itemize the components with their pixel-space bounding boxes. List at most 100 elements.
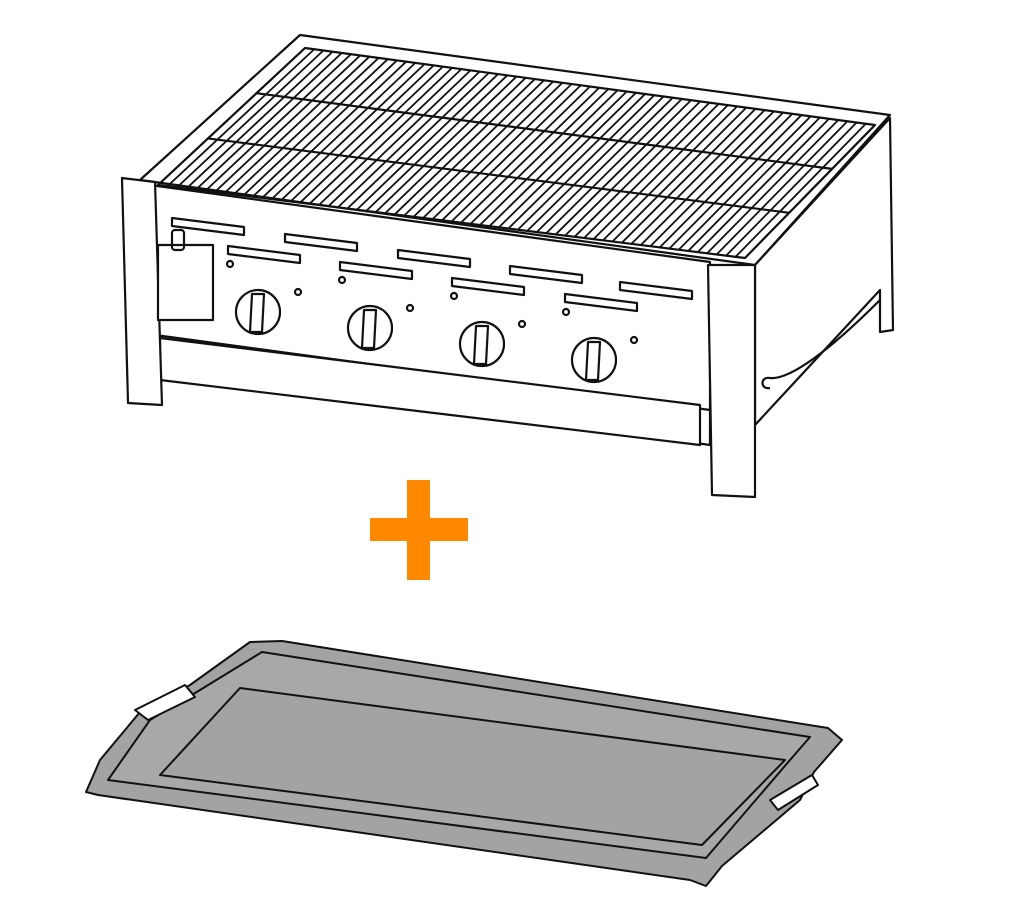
grate-bar xyxy=(413,80,554,218)
grate-bar xyxy=(488,90,628,227)
grate-bar xyxy=(555,99,692,236)
grate-bar xyxy=(289,64,435,203)
plus-icon xyxy=(370,480,468,580)
grate-bar xyxy=(394,78,536,216)
vent-slot xyxy=(618,280,694,301)
grate-bar xyxy=(573,102,711,238)
vent-slot xyxy=(563,292,639,313)
control-knobs xyxy=(225,259,639,384)
grate-bar xyxy=(460,87,600,224)
grill-left-leg xyxy=(120,176,164,407)
igniter-button xyxy=(170,228,186,252)
grate-bar xyxy=(725,121,858,257)
vent-slot xyxy=(283,232,359,253)
burner-indicator xyxy=(225,259,235,269)
burner-indicator xyxy=(561,307,571,317)
grate-bar xyxy=(498,92,637,229)
grate-bar xyxy=(668,114,803,250)
grate-bar xyxy=(715,120,849,256)
knob-grip xyxy=(584,340,602,382)
grate-bar xyxy=(280,63,426,201)
knob-grip xyxy=(472,324,490,366)
grate-bar xyxy=(450,85,591,223)
gas-grill-four-burner-icon xyxy=(120,33,895,499)
vent-slot xyxy=(226,244,302,265)
grate-bar xyxy=(564,100,701,237)
grate-bar xyxy=(204,53,352,192)
vent-slot xyxy=(170,216,246,237)
griddle-plate-icon xyxy=(85,640,843,887)
grate-bar xyxy=(526,95,665,232)
grate-bar xyxy=(630,109,766,245)
grill-grate-bars xyxy=(157,47,876,259)
grate-bar xyxy=(422,82,564,219)
grate-bar xyxy=(431,83,573,220)
grate-bar xyxy=(318,68,462,206)
grate-bar xyxy=(687,116,821,252)
grill-right-leg xyxy=(706,263,757,499)
grate-bar xyxy=(697,118,830,253)
vent-slots xyxy=(170,216,694,313)
grate-bar xyxy=(583,103,720,239)
griddle-handle-left xyxy=(134,684,196,721)
grate-bar xyxy=(223,56,370,194)
grate-bar xyxy=(536,97,674,233)
vent-slot xyxy=(396,248,472,269)
vent-slot xyxy=(338,260,414,281)
vent-slot xyxy=(450,276,526,297)
grate-bar xyxy=(507,93,646,230)
grate-bar xyxy=(261,61,407,199)
grate-bar xyxy=(346,72,490,210)
grate-bar xyxy=(621,108,757,244)
grate-bar xyxy=(611,106,747,243)
grate-bar xyxy=(356,73,499,211)
grate-bar xyxy=(649,111,784,247)
grate-bar xyxy=(233,57,380,196)
burner-indicator xyxy=(293,287,303,297)
grate-bar xyxy=(678,115,812,251)
knob-grip xyxy=(248,292,266,334)
griddle-surface xyxy=(159,687,786,846)
burner-indicator xyxy=(449,291,459,301)
burner-indicator xyxy=(405,303,415,313)
grate-bar xyxy=(517,94,655,231)
grate-bar xyxy=(157,47,306,186)
grate-crossbar xyxy=(207,137,790,214)
grate-bar xyxy=(270,62,416,200)
grate-bar xyxy=(659,113,793,249)
grate-bar xyxy=(185,51,334,190)
grate-bar xyxy=(252,59,398,198)
grate-bar xyxy=(176,49,325,189)
grate-bar xyxy=(308,67,453,205)
burner-indicator xyxy=(517,319,527,329)
grate-bar xyxy=(640,110,775,246)
grate-crossbar xyxy=(256,92,833,170)
grate-bar xyxy=(479,89,619,226)
grate-bar xyxy=(602,105,738,241)
grate-bar xyxy=(384,77,527,214)
grate-bar xyxy=(744,124,876,259)
vent-slot xyxy=(508,264,584,285)
grate-bar xyxy=(706,119,839,254)
grate-bar xyxy=(545,98,683,234)
griddle-handle-right xyxy=(769,774,819,811)
grate-bar xyxy=(242,58,389,197)
grate-bar xyxy=(375,75,518,213)
burner-indicator xyxy=(337,275,347,285)
grate-bar xyxy=(166,48,315,187)
burner-indicator xyxy=(629,335,639,345)
grate-bar xyxy=(337,70,481,209)
grate-bar xyxy=(214,54,361,193)
grate-bar xyxy=(592,104,729,240)
grate-bar xyxy=(327,69,472,207)
knob-grip xyxy=(360,308,378,350)
grate-bar xyxy=(441,84,582,221)
igniter-box xyxy=(156,243,215,322)
grate-bar xyxy=(299,65,444,204)
gas-hose xyxy=(761,299,881,390)
grate-bar xyxy=(365,74,508,212)
grate-bar xyxy=(195,52,343,191)
grate-bar xyxy=(734,123,867,258)
grate-bar xyxy=(403,79,545,217)
